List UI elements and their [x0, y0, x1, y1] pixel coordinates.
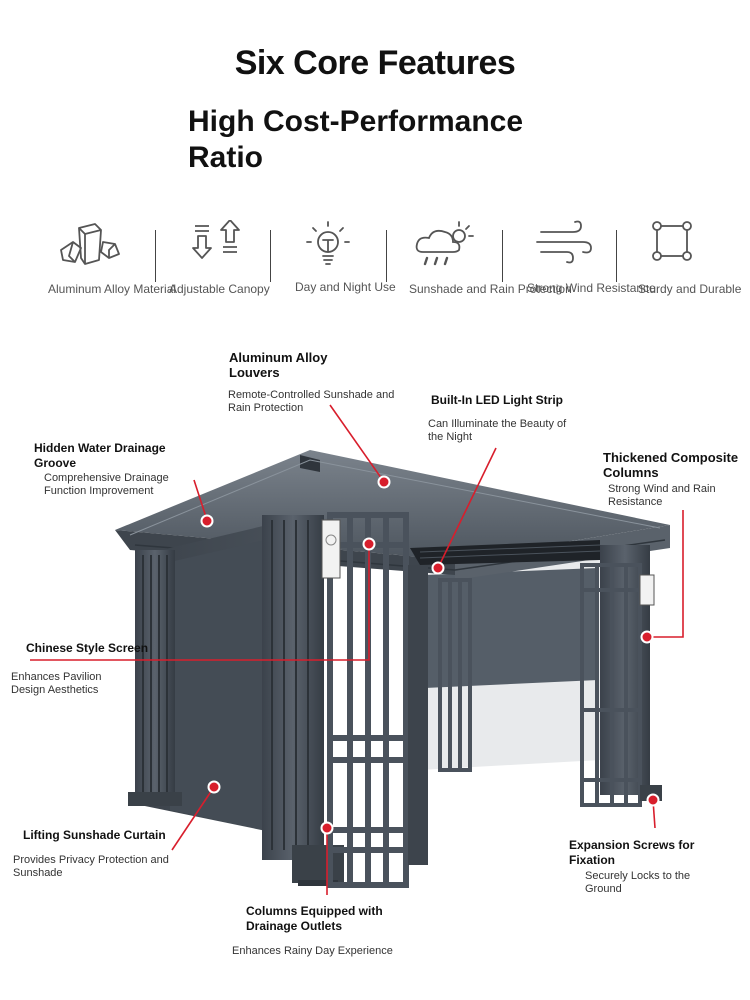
marker-dot — [207, 780, 221, 794]
screws-desc: Securely Locks to the Ground — [585, 870, 691, 895]
feature-label: Day and Night Use — [295, 280, 396, 294]
curtain-title: Lifting Sunshade Curtain — [23, 828, 166, 842]
feature-canopy — [152, 220, 272, 270]
light-bulb-icon — [306, 221, 350, 265]
columns-desc: Strong Wind and Rain Resistance — [608, 483, 716, 508]
screen-title: Chinese Style Screen — [26, 641, 149, 655]
marker-dot — [362, 537, 376, 551]
marker-dot — [200, 514, 214, 528]
marker-dot — [377, 475, 391, 489]
feature-aluminum — [30, 220, 150, 270]
aluminum-blocks-icon — [60, 223, 120, 265]
divider — [502, 230, 503, 282]
feature-label: Sturdy and Durable — [638, 282, 742, 296]
led-title: Built-In LED Light Strip — [431, 393, 563, 407]
page-title: Six Core Features — [234, 44, 516, 82]
columns-title: Thickened Composite Columns — [603, 450, 739, 480]
led-desc: Can Illuminate the Beauty of the Night — [428, 418, 567, 443]
marker-dot — [431, 561, 445, 575]
weather-cloud-icon — [415, 221, 474, 266]
screen-desc: Enhances Pavilion Design Aesthetics — [11, 671, 102, 696]
feature-label: Aluminum Alloy Material — [48, 282, 177, 296]
feature-day-night — [268, 220, 388, 270]
divider — [616, 230, 617, 282]
feature-sun-rain — [384, 220, 504, 270]
outlets-title: Columns Equipped with Drainage Outlets — [246, 904, 383, 933]
subtitle-line-2: Ratio — [188, 141, 263, 174]
divider — [155, 230, 156, 282]
outlets-desc: Enhances Rainy Day Experience — [232, 945, 393, 957]
feature-wind — [502, 220, 622, 270]
marker-dot — [640, 630, 654, 644]
left-column — [135, 550, 175, 805]
marker-dot — [646, 793, 660, 807]
feature-label: Sunshade and Rain Protection — [409, 282, 572, 296]
divider — [270, 230, 271, 282]
wall-lamp — [321, 519, 341, 579]
drainage-desc: Comprehensive Drainage Function Improvem… — [44, 472, 169, 497]
drainage-title: Hidden Water Drainage Groove — [34, 441, 166, 470]
marker-dot — [320, 821, 334, 835]
page-subtitle: High Cost-Performance Ratio — [188, 104, 608, 176]
adjust-arrows-icon — [192, 220, 240, 259]
wind-icon — [536, 220, 592, 264]
subtitle-line-1: High Cost-Performance — [188, 105, 524, 138]
feature-sturdy — [612, 220, 732, 270]
divider — [386, 230, 387, 282]
louvers-title: Aluminum Alloy Louvers — [229, 350, 328, 380]
square-frame-icon — [652, 221, 692, 261]
louvers-desc: Remote-Controlled Sunshade and Rain Prot… — [228, 389, 395, 414]
chinese-screen — [327, 512, 409, 888]
screws-title: Expansion Screws for Fixation — [569, 838, 695, 867]
feature-label: Adjustable Canopy — [169, 282, 270, 296]
feature-label: Strong Wind Resistance — [527, 281, 656, 295]
curtain-desc: Provides Privacy Protection and Sunshade — [13, 854, 169, 879]
